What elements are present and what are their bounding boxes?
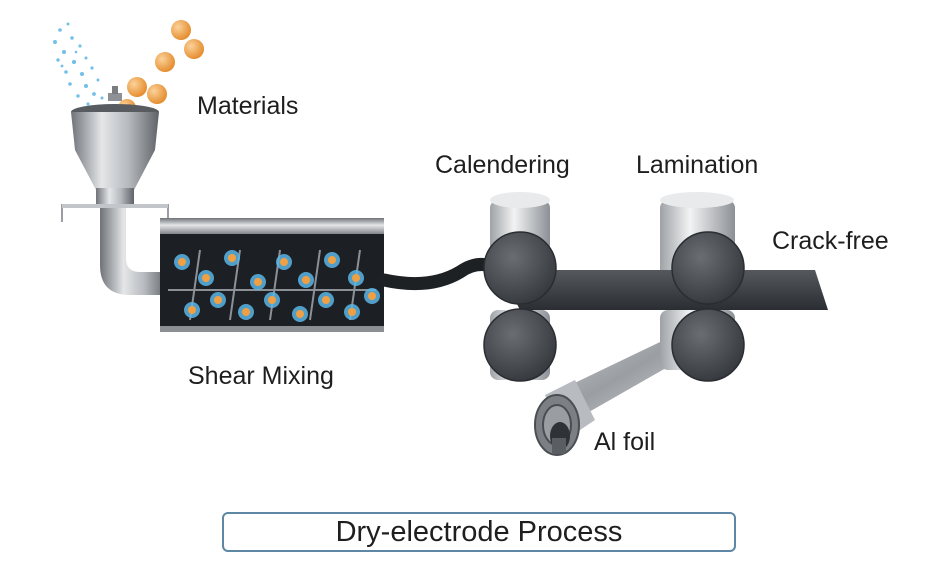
label-shear-mixing: Shear Mixing — [188, 362, 334, 390]
label-materials: Materials — [197, 92, 299, 120]
mixer-particle-core — [280, 258, 288, 266]
label-al-foil: Al foil — [594, 428, 656, 456]
mixer-particle-core — [368, 292, 376, 300]
mixer-particle-core — [228, 254, 236, 262]
particles — [53, 20, 204, 117]
mixer-icon — [160, 218, 384, 332]
mixer-particle-core — [296, 310, 304, 318]
orange-particles — [118, 20, 204, 117]
mixer-particle-core — [268, 296, 276, 304]
process-title-box: Dry-electrode Process — [222, 512, 736, 552]
mixer-particle-core — [302, 276, 310, 284]
mixer-particle-core — [322, 296, 330, 304]
mixer-particle-core — [352, 274, 360, 282]
mixer-particles — [174, 250, 380, 322]
electrode-film — [500, 270, 828, 310]
mixer-particle-core — [328, 256, 336, 264]
mixer-particle-core — [214, 296, 222, 304]
mixer-particle-core — [348, 308, 356, 316]
blue-particles — [53, 22, 104, 106]
process-title: Dry-electrode Process — [335, 515, 623, 548]
foil-roll-icon — [534, 380, 595, 456]
label-calendering: Calendering — [435, 151, 570, 179]
mixer-particle-core — [254, 278, 262, 286]
label-crack-free: Crack-free — [772, 227, 889, 255]
mixer-particle-core — [188, 306, 196, 314]
roller-icon — [483, 231, 745, 382]
label-lamination: Lamination — [636, 151, 759, 179]
mixer-particle-core — [178, 258, 186, 266]
feed-pipe — [377, 258, 507, 291]
mixer-particle-core — [202, 274, 210, 282]
mixer-particle-core — [242, 308, 250, 316]
hopper-icon — [61, 86, 169, 295]
